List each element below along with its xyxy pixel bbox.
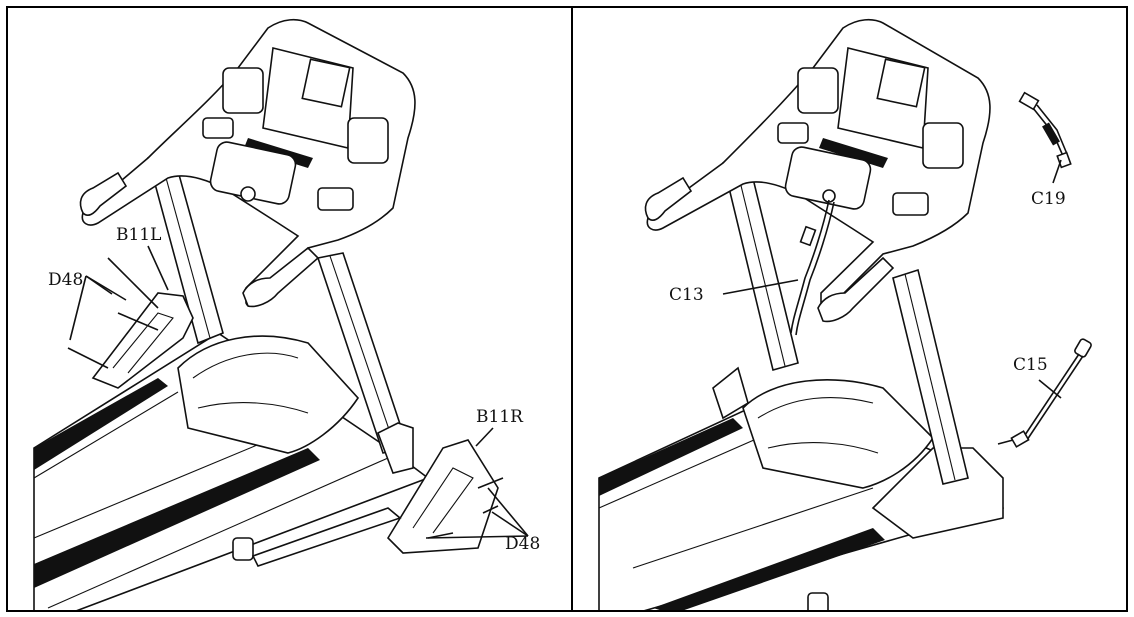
motor-hood-right: [742, 379, 935, 489]
running-deck: [33, 332, 430, 610]
cable-c13: [790, 199, 835, 336]
leader-lines-right: [722, 159, 1062, 399]
label-c15: C15: [1013, 355, 1048, 375]
rear-feet: [232, 507, 402, 567]
console: [79, 18, 416, 308]
label-c13: C13: [669, 285, 704, 305]
leader-lines-left: [69, 245, 529, 539]
rear-feet-right: [807, 592, 829, 610]
treadmill-drawing-left: B11L D48 B11R D48: [33, 18, 540, 610]
cable-c19: [1018, 91, 1072, 169]
console-right: [644, 18, 991, 323]
motor-hood: [177, 335, 360, 454]
label-d48-right: D48: [505, 534, 540, 554]
side-cover-b11l: [91, 292, 194, 389]
label-b11r: B11R: [476, 407, 524, 427]
treadmill-drawing-right: C13 C19 C15: [598, 18, 1092, 610]
panel-left-side-covers: B11L D48 B11R D48: [6, 6, 573, 612]
label-b11l: B11L: [116, 225, 161, 245]
label-d48-left: D48: [48, 270, 83, 290]
side-cover-b11r: [376, 422, 499, 554]
panel-right-cables: C13 C19 C15: [571, 6, 1128, 612]
label-c19: C19: [1031, 189, 1066, 209]
power-cord-c15: [997, 338, 1092, 448]
base-cover-right: [712, 366, 1004, 539]
